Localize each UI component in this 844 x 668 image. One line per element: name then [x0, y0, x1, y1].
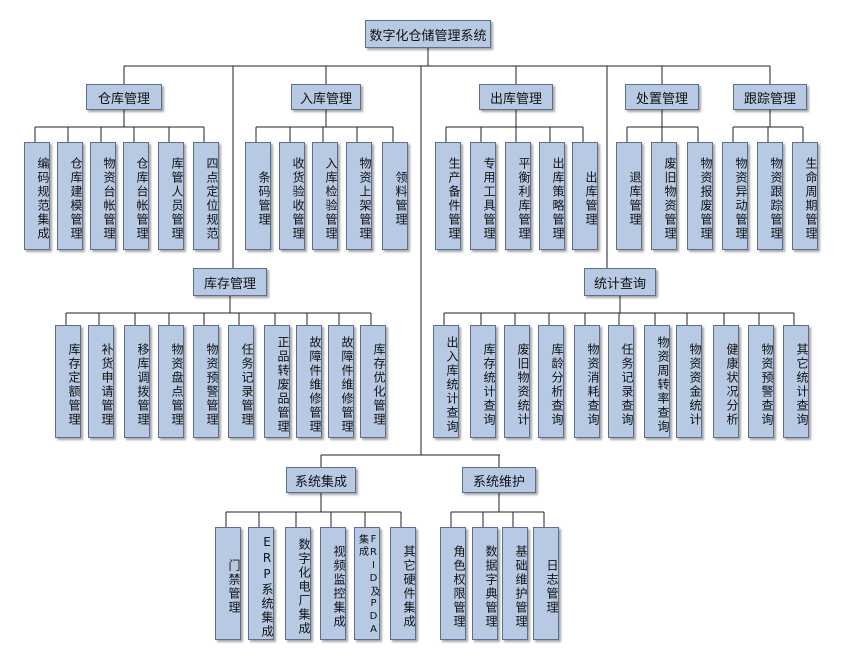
warehouse-item: 库管人员管理 [158, 142, 184, 250]
maintenance-item: 数据字典管理 [472, 527, 498, 640]
integration-item: FRID及PDA集成 [354, 527, 380, 640]
maintenance-item: 基础维护管理 [502, 527, 528, 640]
warehouse-item: 物资台帐管理 [90, 142, 116, 250]
stats-item: 物资预警查询 [748, 325, 774, 438]
maintenance-item: 日志管理 [533, 527, 559, 640]
stats-item: 库存统计查询 [470, 325, 496, 438]
outbound-item: 出库管理 [572, 142, 598, 250]
warehouse-item: 仓库建模管理 [57, 142, 83, 250]
stats-item: 废旧物资统计 [504, 325, 530, 438]
warehouse-item: 编码规范集成 [24, 142, 50, 250]
integration-item: 门禁管理 [215, 527, 241, 640]
stats-item: 物资消耗查询 [574, 325, 600, 438]
inventory-item: 库存定额管理 [55, 325, 81, 438]
inbound-item: 条码管理 [245, 142, 271, 250]
tracking-item: 物资异动管理 [722, 142, 748, 250]
disposal-module-title: 处置管理 [625, 84, 699, 110]
outbound-item: 平衡利库管理 [505, 142, 531, 250]
outbound-item: 生产备件管理 [435, 142, 461, 250]
inbound-item: 入库检验管理 [312, 142, 338, 250]
outbound-module-title: 出库管理 [479, 84, 553, 110]
tracking-module-title: 跟踪管理 [733, 84, 807, 110]
inventory-item: 移库调拨管理 [124, 325, 150, 438]
disposal-item: 物资报废管理 [687, 142, 713, 250]
integration-item: 其它硬件集成 [390, 527, 416, 640]
maintenance-item: 角色权限管理 [440, 527, 466, 640]
inbound-item: 领料管理 [382, 142, 408, 250]
inbound-module-title: 入库管理 [291, 84, 361, 110]
inventory-item: 库存优化管理 [360, 325, 386, 438]
integration-item: 数字化电厂集成 [285, 527, 311, 640]
inventory-item: 补货申请管理 [88, 325, 114, 438]
stats-item: 任务记录查询 [608, 325, 634, 438]
inbound-item: 收货验收管理 [279, 142, 305, 250]
stats-item: 物资资金统计 [676, 325, 702, 438]
inventory-item: 任务记录管理 [228, 325, 254, 438]
stats-item: 库龄分析查询 [538, 325, 564, 438]
integration-module-title: 系统集成 [286, 467, 356, 493]
warehouse-module-title: 仓库管理 [86, 84, 162, 110]
outbound-item: 出库策略管理 [539, 142, 565, 250]
inventory-item: 正品转废品管理 [264, 325, 290, 438]
inventory-item: 故障件维修管理 [328, 325, 354, 438]
inventory-module-title: 库存管理 [193, 268, 267, 296]
inventory-item: 物资预警管理 [193, 325, 219, 438]
stats-item: 出入库统计查询 [433, 325, 459, 438]
integration-item: ERP系统集成 [248, 527, 274, 640]
inventory-item: 物资盘点管理 [158, 325, 184, 438]
stats-item: 其它统计查询 [783, 325, 809, 438]
root-node: 数字化仓储管理系统 [365, 20, 491, 48]
maintenance-module-title: 系统维护 [462, 467, 536, 493]
stats-item: 物资周转率查询 [644, 325, 670, 438]
tracking-item: 物资跟踪管理 [757, 142, 783, 250]
disposal-item: 退库管理 [616, 142, 642, 250]
disposal-item: 废旧物资管理 [651, 142, 677, 250]
warehouse-item: 仓库台帐管理 [123, 142, 149, 250]
tracking-item: 生命周期管理 [792, 142, 818, 250]
outbound-item: 专用工具管理 [470, 142, 496, 250]
stats-module-title: 统计查询 [584, 268, 656, 296]
inbound-item: 物资上架管理 [346, 142, 372, 250]
inventory-item: 故障件维修管理 [296, 325, 322, 438]
warehouse-item: 四点定位规范 [193, 142, 219, 250]
stats-item: 健康状况分析 [713, 325, 739, 438]
integration-item: 视频监控集成 [320, 527, 346, 640]
